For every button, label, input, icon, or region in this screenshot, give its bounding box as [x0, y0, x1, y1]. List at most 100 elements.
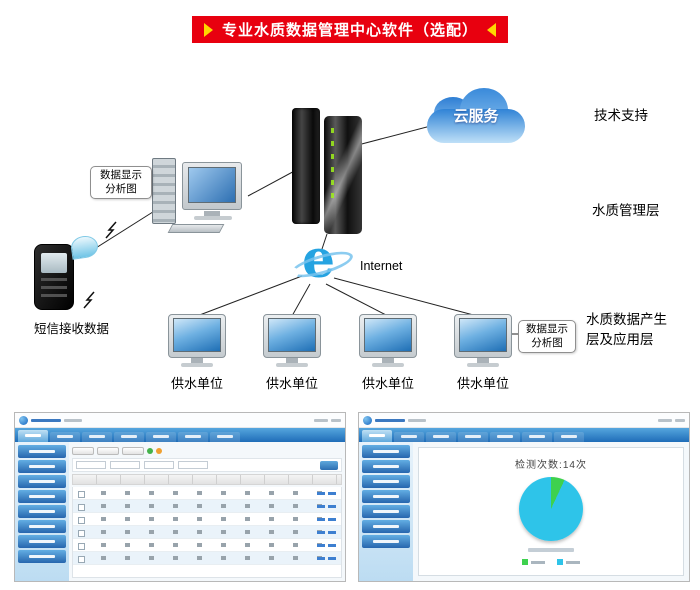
phone-body	[34, 244, 74, 310]
mini-body: 检测次数:14次	[359, 442, 689, 581]
ie-e-icon: e	[302, 229, 336, 290]
server-illustration	[292, 108, 362, 238]
mini-sidebar-item[interactable]	[18, 475, 66, 488]
unit-label: 供水单位	[456, 376, 509, 391]
mini-header	[359, 413, 689, 428]
unit-monitor	[359, 314, 417, 358]
mini-toolbar	[72, 445, 342, 456]
mini-logout-text	[675, 418, 685, 422]
mini-nav-tab[interactable]	[50, 432, 80, 442]
mini-table-header	[72, 474, 342, 485]
mini-sidebar-item[interactable]	[18, 445, 66, 458]
unit-monitor-base	[181, 363, 213, 367]
mini-sidebar-item[interactable]	[18, 460, 66, 473]
mini-logo-icon	[363, 415, 372, 425]
unit-monitor-stand	[382, 358, 394, 363]
banner-chevron-left-icon	[203, 22, 213, 37]
lightning-icon	[105, 221, 117, 239]
pc-screen	[188, 167, 236, 203]
water-supply-unit: 供水单位	[165, 314, 229, 392]
unit-monitor-base	[276, 363, 308, 367]
mini-nav-tab[interactable]	[394, 432, 424, 442]
mini-sidebar	[15, 442, 69, 581]
mini-nav-tab[interactable]	[178, 432, 208, 442]
mini-nav-tab[interactable]	[82, 432, 112, 442]
mini-sidebar-item[interactable]	[362, 505, 410, 518]
mini-nav-tab[interactable]	[114, 432, 144, 442]
unit-screen	[268, 318, 316, 352]
mini-nav-tab[interactable]	[522, 432, 552, 442]
mini-logo-subtext	[408, 418, 426, 422]
cloud-label: 云服务	[453, 108, 499, 125]
unit-screen	[459, 318, 507, 352]
mini-table-row[interactable]	[73, 500, 341, 513]
mini-logo-icon	[19, 415, 28, 425]
mini-sidebar-item[interactable]	[362, 535, 410, 548]
mini-sidebar-item[interactable]	[362, 475, 410, 488]
cloud-service: 云服务	[424, 88, 528, 146]
mini-nav-tab[interactable]	[490, 432, 520, 442]
chart-legend	[522, 559, 580, 565]
cloud-base	[427, 109, 525, 143]
unit-screen	[173, 318, 221, 352]
mini-filter-input[interactable]	[76, 461, 106, 469]
mini-sidebar-item[interactable]	[362, 490, 410, 503]
legend-label	[566, 560, 580, 564]
mini-table-row[interactable]	[73, 487, 341, 500]
mini-sidebar	[359, 442, 413, 581]
callout-data-display-top: 数据显示 分析图	[90, 166, 152, 200]
title-banner: 专业水质数据管理中心软件（选配）	[191, 16, 509, 43]
layer-label-management: 水质管理层	[592, 203, 660, 218]
mini-nav-tab[interactable]	[146, 432, 176, 442]
unit-monitor-base	[467, 363, 499, 367]
mini-query-button[interactable]	[320, 460, 338, 470]
mini-nav-tab[interactable]	[458, 432, 488, 442]
pc-keyboard	[167, 224, 225, 233]
mini-nav-tab[interactable]	[554, 432, 584, 442]
callout-line2: 分析图	[531, 336, 563, 349]
mini-add-icon[interactable]	[147, 447, 153, 454]
mobile-phone	[34, 234, 100, 316]
mini-filter-input[interactable]	[144, 461, 174, 469]
mini-filter-input[interactable]	[178, 461, 208, 469]
mini-sidebar-item[interactable]	[18, 520, 66, 533]
legend-swatch-cyan	[557, 559, 563, 565]
mini-nav-tab[interactable]	[210, 432, 240, 442]
mini-export-icon[interactable]	[156, 447, 162, 454]
unit-label: 供水单位	[361, 376, 414, 391]
mini-toolbar-button[interactable]	[122, 446, 144, 455]
mini-sidebar-item[interactable]	[362, 460, 410, 473]
mini-filter-input[interactable]	[110, 461, 140, 469]
mini-sidebar-item[interactable]	[362, 520, 410, 533]
mini-table-row[interactable]	[73, 526, 341, 539]
mini-nav-tab[interactable]	[426, 432, 456, 442]
mini-sidebar-item[interactable]	[18, 490, 66, 503]
screenshot-statistics: 检测次数:14次	[358, 412, 690, 582]
mini-sidebar-item[interactable]	[18, 505, 66, 518]
mini-toolbar-button[interactable]	[97, 446, 119, 455]
unit-monitor-stand	[477, 358, 489, 363]
mini-table-row[interactable]	[73, 552, 341, 565]
water-supply-unit: 供水单位	[356, 314, 420, 392]
legend-item	[557, 559, 580, 565]
phone-caption: 短信接收数据	[34, 322, 110, 336]
mini-table-row[interactable]	[73, 539, 341, 552]
mini-sidebar-item[interactable]	[362, 445, 410, 458]
mini-logo-text	[375, 418, 405, 422]
water-supply-unit: 供水单位	[451, 314, 515, 392]
wire-internet-unit1	[196, 275, 303, 317]
mini-sidebar-item[interactable]	[18, 550, 66, 563]
unit-monitor	[168, 314, 226, 358]
screenshot-data-management	[14, 412, 346, 582]
mini-logo-subtext	[64, 418, 82, 422]
mini-table-row[interactable]	[73, 513, 341, 526]
mini-nav-tab[interactable]	[18, 430, 48, 442]
mini-nav-tab[interactable]	[362, 430, 392, 442]
banner-chevron-right-icon	[487, 22, 497, 37]
mini-table-body	[72, 487, 342, 578]
pc-tower	[152, 158, 176, 224]
unit-monitor-base	[372, 363, 404, 367]
mini-toolbar-button[interactable]	[72, 446, 94, 455]
unit-monitor	[263, 314, 321, 358]
mini-sidebar-item[interactable]	[18, 535, 66, 548]
